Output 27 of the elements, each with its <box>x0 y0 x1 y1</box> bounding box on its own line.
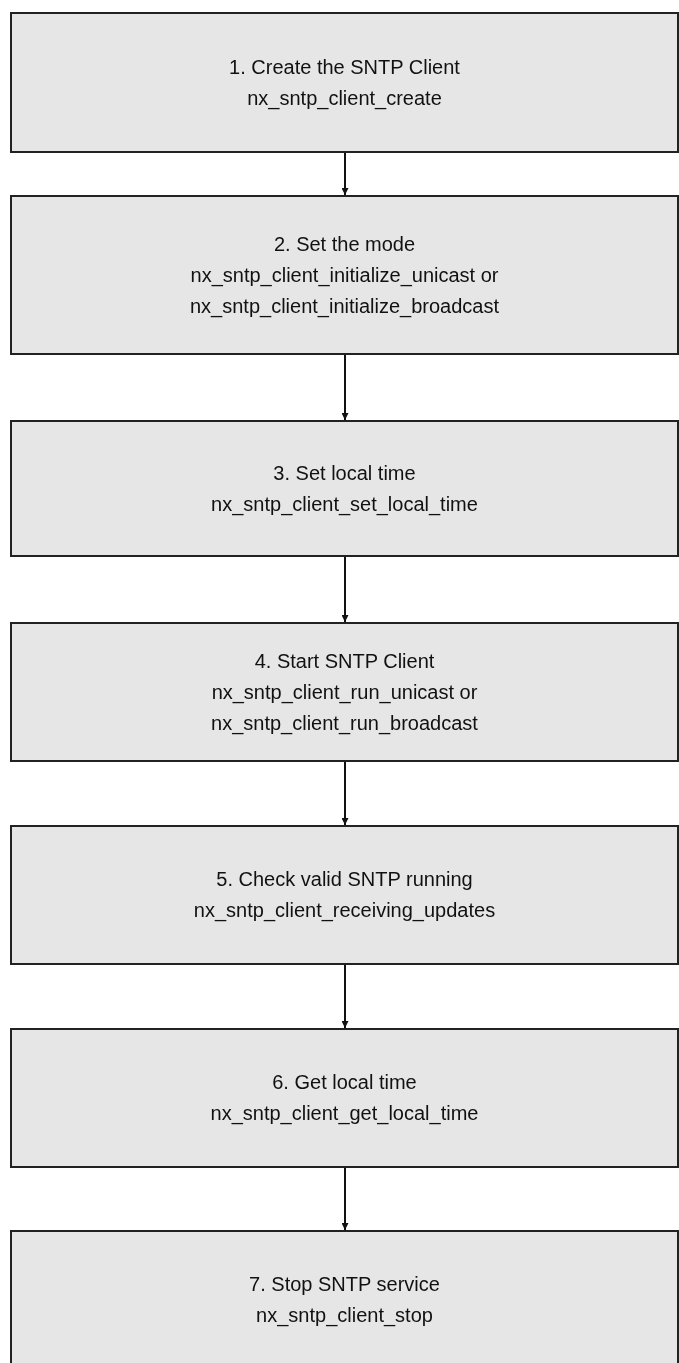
function-name: nx_sntp_client_create <box>247 85 442 112</box>
function-name: nx_sntp_client_receiving_updates <box>193 898 496 924</box>
function-name: nx_sntp_client_stop <box>256 1303 433 1329</box>
arrow <box>341 964 349 1029</box>
process-box <box>10 195 679 355</box>
step-title: 1. Create the SNTP Client <box>229 54 460 80</box>
step-title: 2. Set the mode <box>273 231 416 257</box>
function-name: nx_sntp_client_get_local_time <box>210 1101 479 1127</box>
step-title: 7. Stop SNTP service <box>249 1272 440 1297</box>
arrow <box>341 152 349 196</box>
arrow <box>341 354 349 421</box>
process-box <box>10 1230 679 1363</box>
function-name: nx_sntp_client_initialize_unicast or nx_sntp_client_initialize_broadcast <box>188 262 501 320</box>
step-title: 5. Check valid SNTP running <box>216 867 473 892</box>
function-name: nx_sntp_client_set_local_time <box>211 491 478 518</box>
step-title: 3. Set local time <box>273 460 416 486</box>
arrow <box>341 556 349 623</box>
process-box <box>10 12 679 153</box>
arrow <box>341 1167 349 1231</box>
arrow <box>341 761 349 826</box>
process-box <box>10 622 679 762</box>
function-name: nx_sntp_client_run_unicast or nx_sntp_client_run_broadcast <box>210 679 479 737</box>
step-title: 4. Start SNTP Client <box>254 648 435 674</box>
process-box <box>10 420 679 557</box>
step-title: 6. Get local time <box>272 1070 417 1095</box>
process-box <box>10 1028 679 1168</box>
process-box <box>10 825 679 965</box>
